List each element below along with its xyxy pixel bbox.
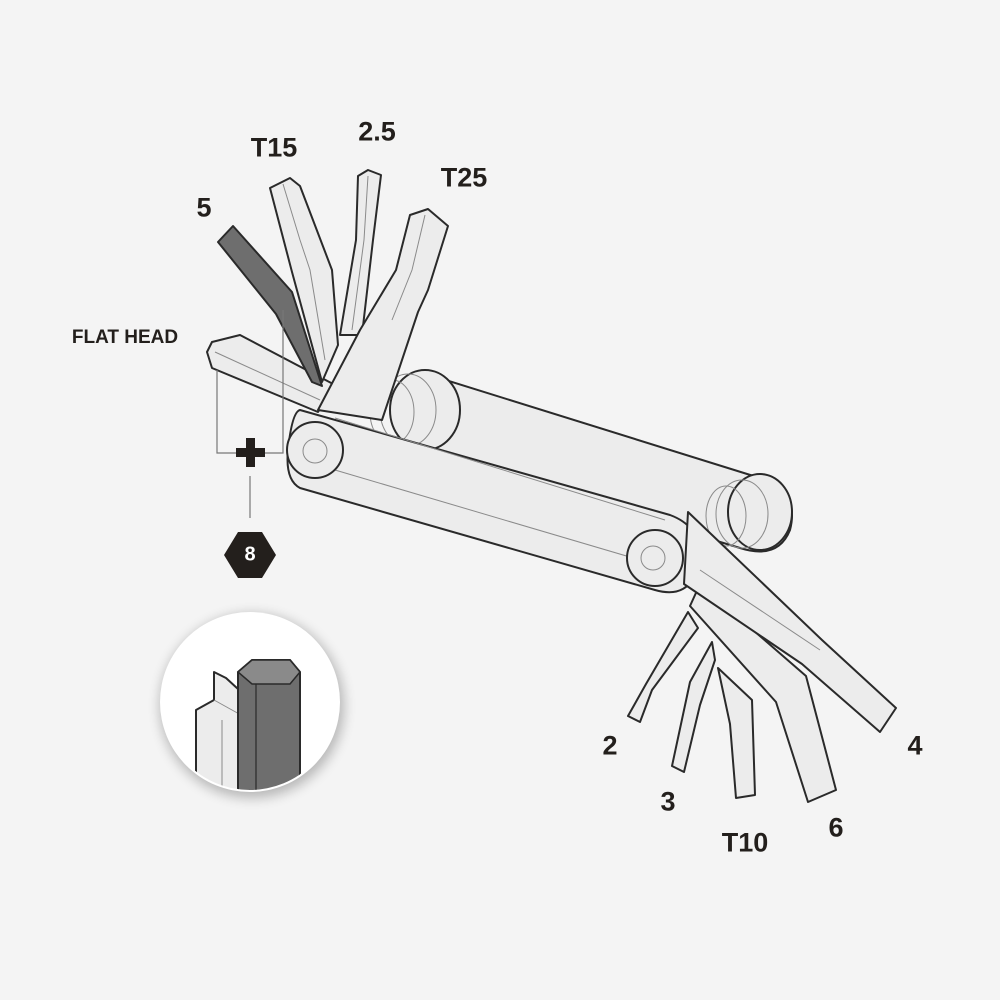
- tool-t15: [269, 177, 339, 383]
- tool-hex-6: [689, 583, 837, 803]
- label-flat-head: FLAT HEAD: [71, 327, 179, 348]
- tool-hex-4: [683, 511, 897, 733]
- detail-inset: [160, 612, 344, 798]
- callout-bracket: [216, 310, 284, 518]
- badge-count: 8: [244, 543, 256, 566]
- label-hex-3: 3: [660, 786, 676, 817]
- label-hex-2-5: 2.5: [358, 116, 396, 147]
- rear-body: [369, 369, 793, 553]
- label-hex-6: 6: [828, 812, 844, 843]
- tool-hex-5: [217, 225, 323, 387]
- label-t25: T25: [440, 162, 488, 193]
- label-hex-5: 5: [196, 192, 212, 223]
- plus-icon: [236, 438, 265, 467]
- tool-t10: [717, 667, 756, 799]
- label-hex-4: 4: [907, 730, 923, 761]
- label-t10: T10: [721, 827, 769, 858]
- tool-hex-2-5: [339, 169, 382, 336]
- tool-hex-3: [671, 641, 716, 773]
- tool-t25: [317, 208, 449, 421]
- label-t15: T15: [250, 132, 298, 163]
- label-hex-2: 2: [602, 730, 618, 761]
- tool-hex-2: [627, 611, 699, 723]
- hex-badge-icon: [224, 532, 276, 578]
